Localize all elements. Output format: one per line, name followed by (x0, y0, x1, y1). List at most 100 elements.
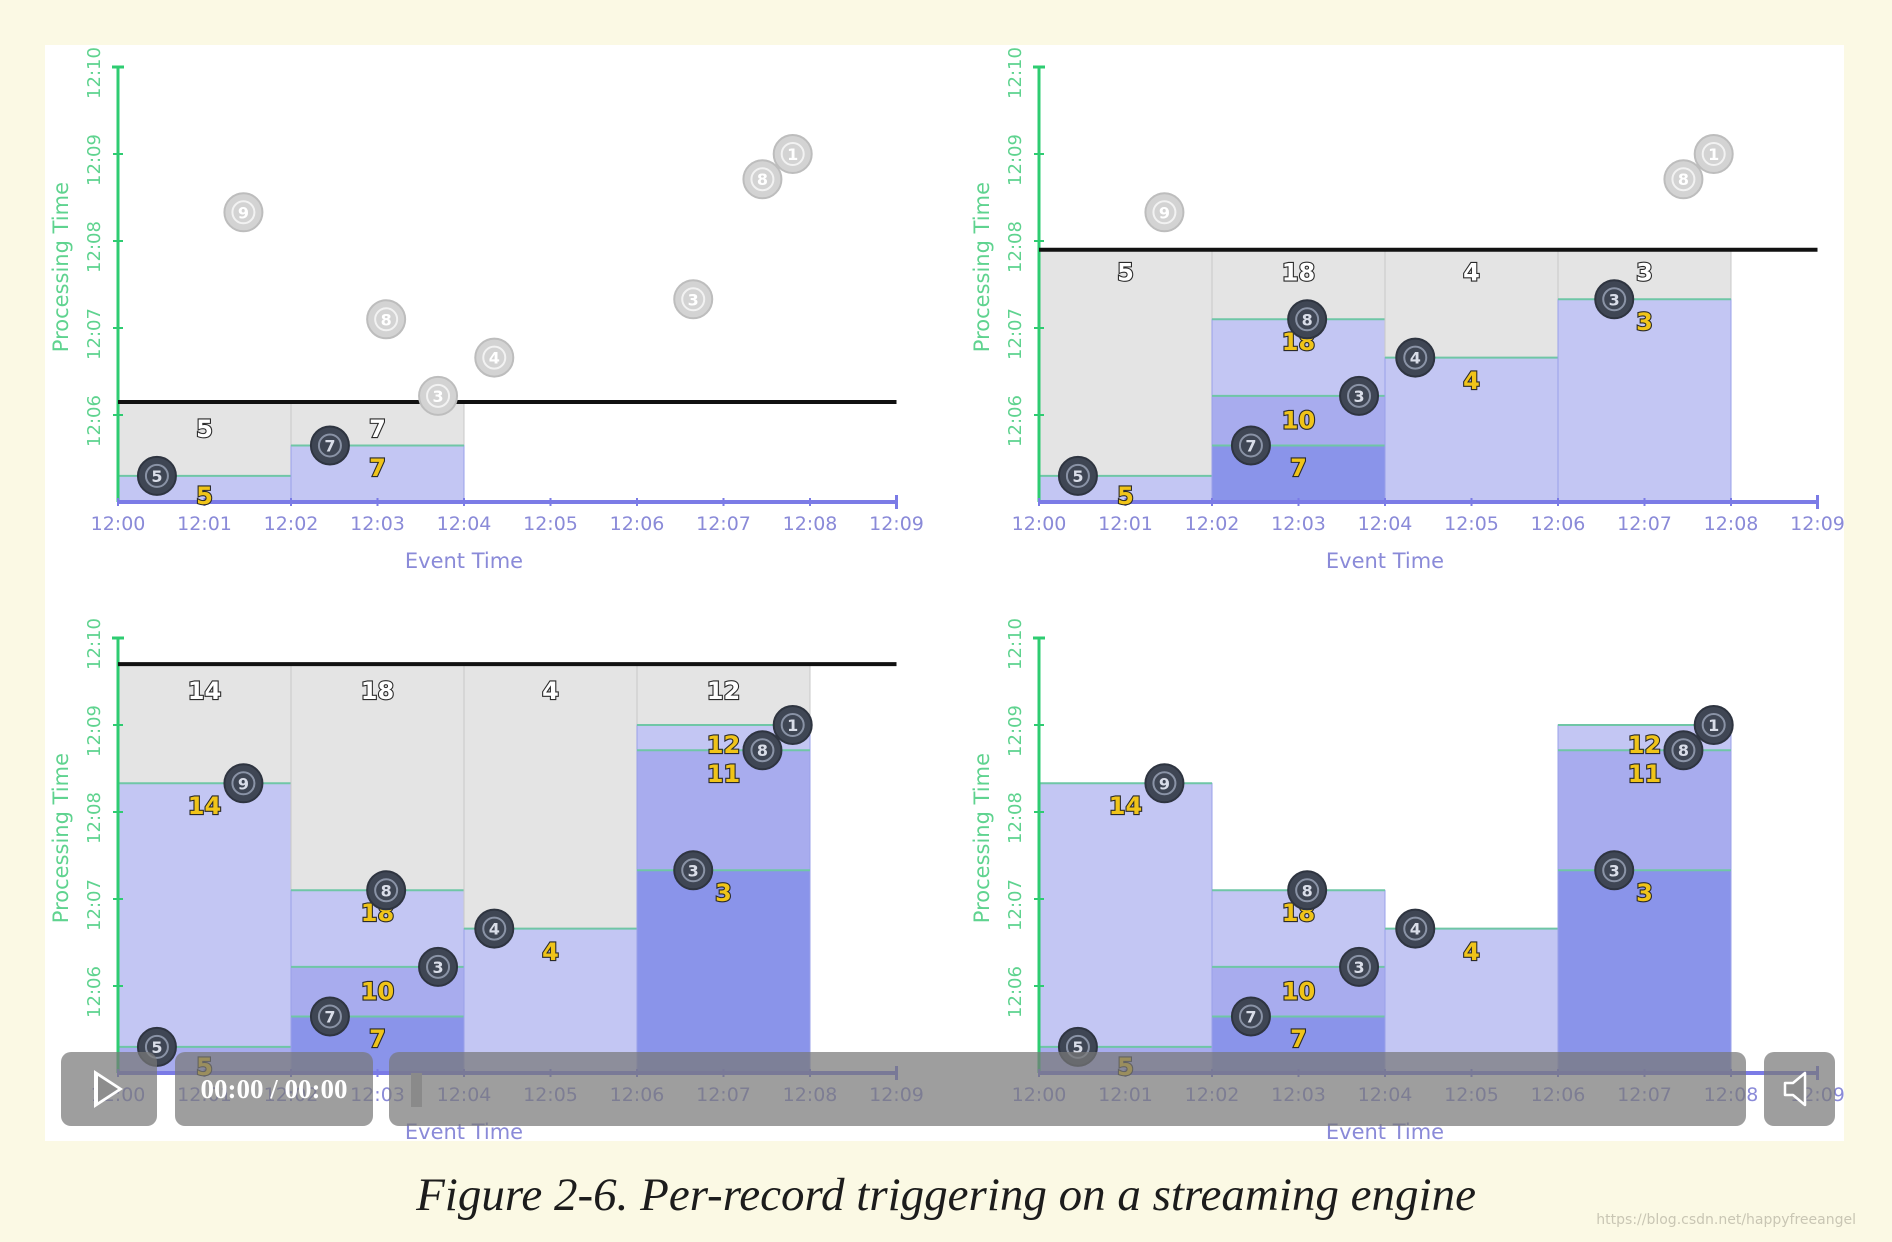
volume-button[interactable] (1764, 1052, 1835, 1126)
data-point-ring (1403, 916, 1428, 941)
data-point-ring (1403, 345, 1428, 370)
data-point-circle (1230, 425, 1271, 466)
data-point-ring (1671, 167, 1696, 192)
data-point-circle (1693, 705, 1734, 745)
sum-label: 4 (1463, 938, 1480, 966)
data-point-ring (750, 738, 775, 763)
y-tick-label: 12:07 (84, 308, 105, 360)
data-point-ring (1602, 287, 1627, 312)
sum-label: 10 (1282, 406, 1315, 434)
data-point-ring (1347, 383, 1372, 408)
data-point-ring (426, 954, 451, 979)
x-axis-title: Event Time (405, 549, 523, 573)
data-point-circle (1395, 908, 1436, 949)
sum-label: 14 (188, 792, 221, 820)
data-point-circle (474, 908, 515, 949)
y-tick-label: 12:08 (84, 792, 105, 844)
data-point-ring (1152, 200, 1177, 225)
data-point-circle (1287, 870, 1328, 911)
sum-label: 7 (1290, 454, 1307, 482)
pane-total-label: 18 (1282, 258, 1315, 286)
time-display: 00:00 / 00:00 (175, 1052, 373, 1126)
pane-level-1 (1557, 298, 1732, 503)
y-tick-label: 12:07 (84, 879, 105, 931)
y-axis-title: Processing Time (49, 182, 73, 352)
data-point: 9 (223, 192, 264, 233)
data-point-circle (1594, 850, 1635, 891)
x-tick-label: 12:03 (1271, 513, 1326, 535)
data-point-ring (317, 433, 342, 458)
data-point-circle (418, 375, 459, 416)
data-point: 1 (772, 705, 813, 745)
data-point-label: 9 (238, 774, 249, 793)
data-point: 9 (1144, 192, 1185, 233)
data-point-circle (1287, 299, 1328, 340)
y-tick-label: 12:06 (1005, 395, 1026, 447)
x-tick-label: 12:02 (264, 513, 319, 535)
x-tick-label: 12:04 (1358, 513, 1413, 535)
data-point-ring (681, 858, 706, 883)
data-point-ring (231, 200, 256, 225)
sum-label: 3 (1636, 879, 1653, 907)
data-point-circle (772, 705, 813, 745)
y-tick-label: 12:07 (1005, 308, 1026, 360)
play-icon (94, 1070, 123, 1108)
seek-bar[interactable] (389, 1052, 1746, 1126)
data-point-label: 8 (381, 881, 392, 900)
sum-label: 5 (1117, 482, 1134, 510)
pane-3 (463, 663, 638, 1074)
x-tick-label: 12:04 (437, 513, 492, 535)
data-point-circle (673, 279, 714, 320)
data-point-circle (1339, 375, 1380, 416)
x-tick-label: 12:01 (177, 513, 232, 535)
data-point-label: 8 (1302, 310, 1313, 329)
data-point-ring (1295, 878, 1320, 903)
data-point-label: 8 (757, 741, 768, 760)
x-tick-label: 12:00 (91, 513, 146, 535)
x-tick-label: 12:03 (350, 513, 405, 535)
data-point-ring (1065, 463, 1090, 488)
data-point-ring (1152, 771, 1177, 796)
x-tick-label: 12:01 (1098, 513, 1153, 535)
data-point: 1 (1693, 705, 1734, 745)
data-point: 4 (1395, 337, 1436, 378)
data-point: 3 (673, 279, 714, 320)
data-point-circle (1663, 159, 1704, 200)
sum-label: 7 (369, 1025, 386, 1053)
y-tick-label: 12:07 (1005, 879, 1026, 931)
y-tick-label: 12:09 (1005, 705, 1026, 757)
seek-handle[interactable] (411, 1073, 422, 1107)
y-tick-label: 12:06 (84, 395, 105, 447)
watermark-text: https://blog.csdn.net/happyfreeangel (1596, 1212, 1856, 1228)
pane-total-label: 5 (196, 415, 213, 443)
data-point: 3 (1339, 375, 1380, 416)
y-tick-label: 12:10 (84, 47, 105, 99)
data-point-label: 9 (238, 203, 249, 222)
x-tick-label: 12:06 (1531, 513, 1586, 535)
data-point-label: 5 (1072, 1038, 1083, 1057)
data-point: 4 (1395, 908, 1436, 949)
data-point-label: 9 (1159, 774, 1170, 793)
sum-label: 5 (196, 482, 213, 510)
sum-label: 12 (707, 731, 740, 759)
sum-label: 10 (1282, 977, 1315, 1005)
data-point-label: 8 (1678, 170, 1689, 189)
pane-level-1 (1384, 928, 1559, 1074)
data-point-label: 3 (688, 861, 699, 880)
play-button[interactable] (61, 1052, 157, 1126)
data-point: 3 (1339, 946, 1380, 987)
data-point: 8 (1663, 159, 1704, 200)
data-point-circle (1663, 730, 1704, 771)
data-point-circle (1144, 192, 1185, 233)
y-tick-label: 12:09 (1005, 134, 1026, 186)
sum-label: 4 (1463, 367, 1480, 395)
y-tick-label: 12:08 (84, 221, 105, 273)
data-point-circle (1693, 134, 1734, 174)
pane-4 (1557, 724, 1732, 1074)
x-tick-label: 12:07 (696, 513, 751, 535)
data-point: 8 (366, 299, 407, 340)
data-point-label: 3 (1609, 861, 1620, 880)
pane-1 (117, 663, 292, 1074)
data-point-circle (1144, 763, 1185, 804)
